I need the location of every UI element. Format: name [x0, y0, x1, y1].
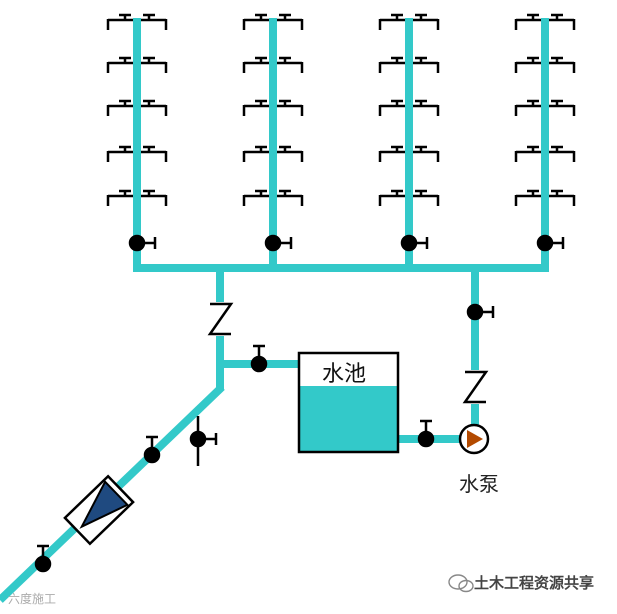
- water-meter-icon: [63, 474, 135, 546]
- tank-label: 水池: [322, 362, 367, 387]
- riser-valves: [128, 234, 565, 252]
- gate-valve-icon: [417, 419, 435, 448]
- gate-valve-icon: [128, 234, 157, 252]
- gate-valve-icon: [536, 234, 565, 252]
- watermark-left: 六度施工: [8, 592, 57, 606]
- gate-valve-icon: [189, 416, 218, 466]
- check-valve-z-icon: [462, 370, 489, 404]
- gate-valve-icon: [143, 435, 161, 464]
- watermark-right: 土木工程资源共享: [474, 574, 595, 592]
- pump-label: 水泵: [459, 472, 499, 496]
- gate-valve-icon: [34, 544, 52, 573]
- gate-valve-icon: [264, 234, 293, 252]
- gate-valve-icon: [250, 344, 268, 373]
- gate-valve-icon: [400, 234, 429, 252]
- wechat-icon: [448, 574, 474, 593]
- gate-valve-icon: [466, 303, 495, 321]
- water-tank: [297, 351, 400, 454]
- faucet-group: [106, 13, 576, 208]
- pump-icon: [458, 423, 490, 455]
- check-valve-z-icon: [207, 302, 234, 336]
